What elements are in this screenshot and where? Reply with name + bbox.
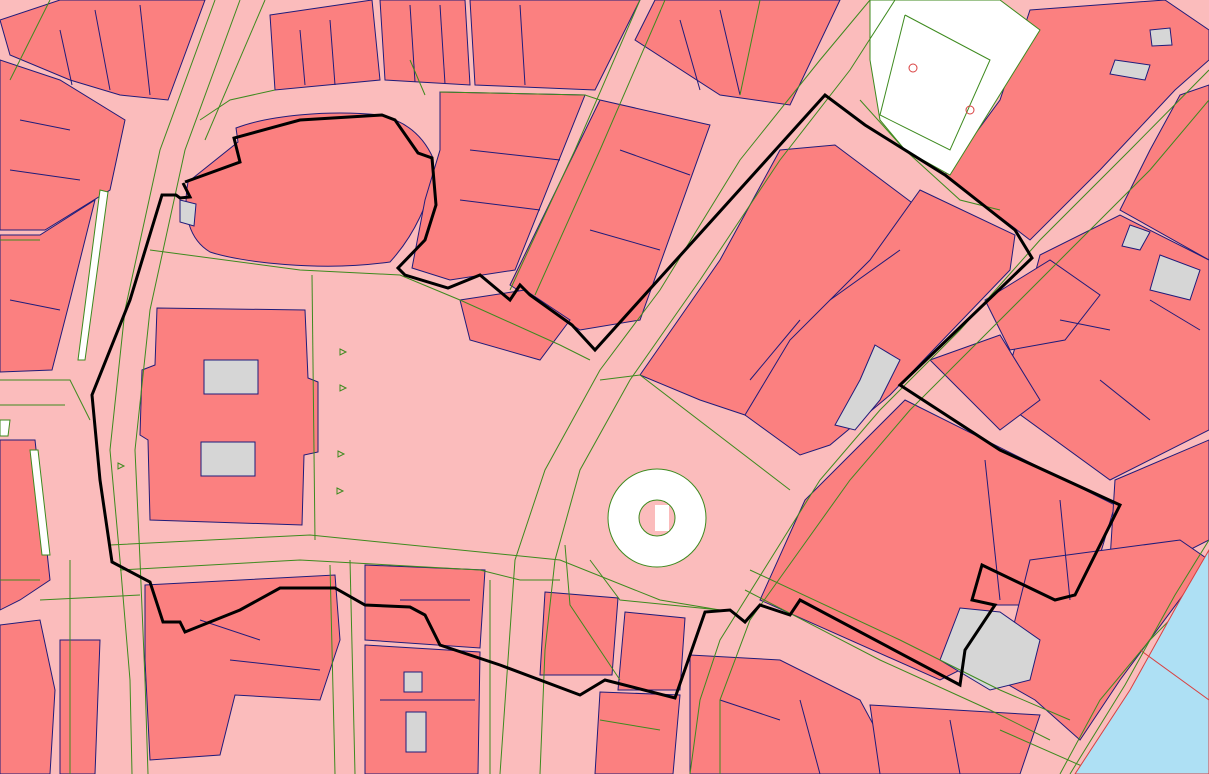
river-bank [1069,539,1209,774]
building-west [139,307,319,526]
roundabout [607,468,707,568]
building [634,0,841,106]
river-channel-line [1139,649,1209,701]
map-marker [336,487,345,495]
building [0,619,56,774]
building [269,0,381,91]
building [59,639,101,774]
map-marker [339,384,348,392]
building [144,574,341,761]
building [0,59,126,231]
building [539,591,619,676]
grey-structure [403,671,423,693]
building [509,99,711,331]
building-oval [185,112,434,267]
map-marker [117,462,126,470]
building [617,611,686,691]
building [594,691,681,774]
courtyard [203,359,259,395]
building [984,259,1101,351]
grey-structures-layer [179,27,1201,753]
river-water [1074,549,1209,774]
grey-structure [179,199,197,227]
building [0,198,96,373]
building [869,704,1041,774]
building [1119,84,1209,261]
building [364,644,481,774]
grey-structure [1121,224,1151,251]
study-area-boundary [90,92,1123,700]
map-marker [908,63,918,73]
building [411,91,586,281]
open-area [77,189,109,361]
open-area [29,449,51,556]
grey-structure [1109,59,1151,81]
grey-structure [405,711,427,753]
courtyard [200,441,256,477]
map-marker [337,450,346,458]
markers-layer [117,63,975,495]
parcel-lines-layer [9,4,1201,774]
map-marker [965,105,975,115]
map-marker [339,348,348,356]
building [379,0,471,86]
building [469,0,641,91]
river [1069,539,1209,774]
grey-structure [1149,254,1201,301]
open-area [0,419,11,437]
grey-structure [1149,27,1173,47]
grey-structure [834,344,901,431]
